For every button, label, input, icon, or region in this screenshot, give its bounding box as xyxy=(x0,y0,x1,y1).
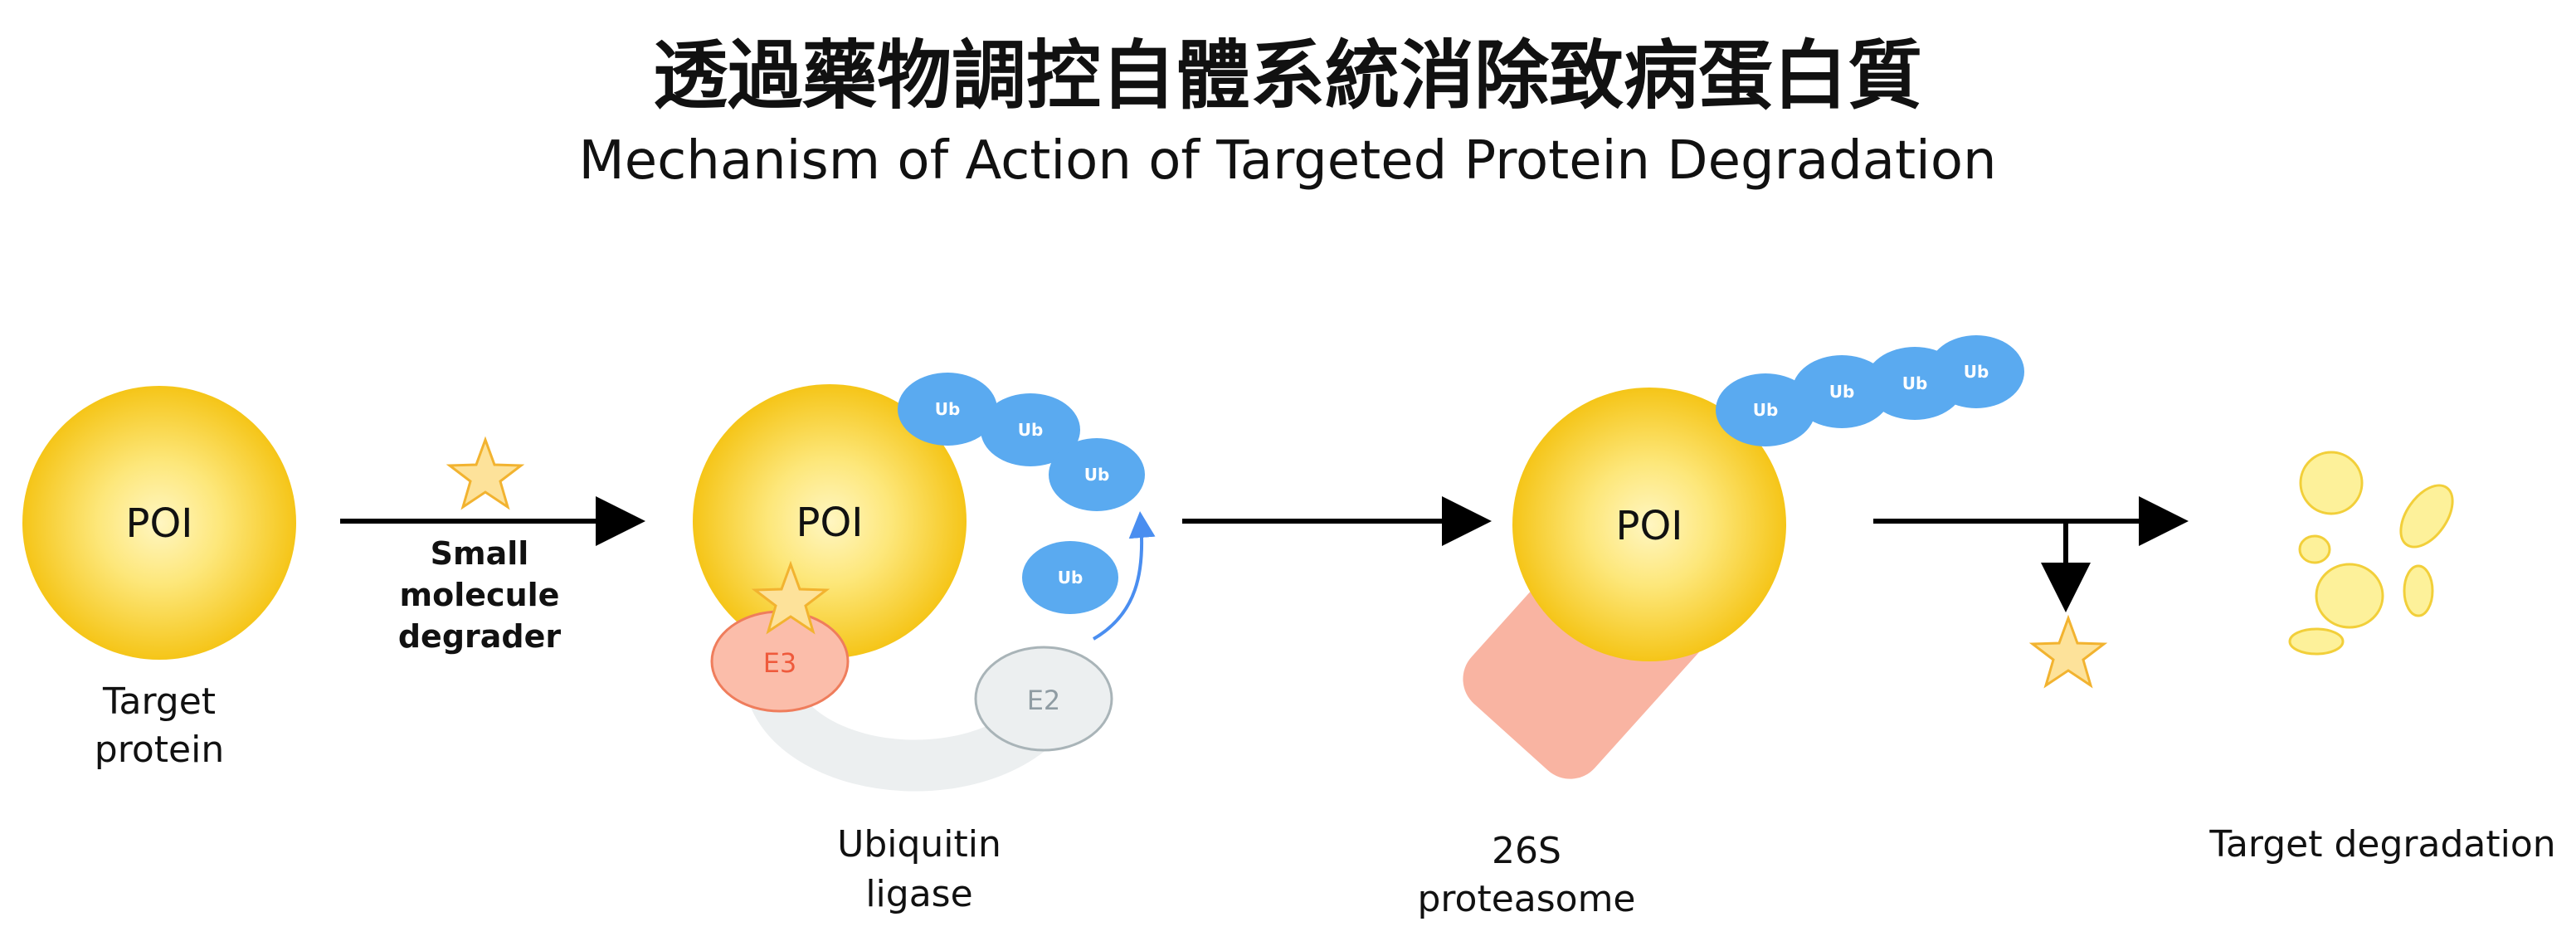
step-degrader-binding: Small molecule degrader xyxy=(340,436,645,655)
ub-label: Ub xyxy=(935,399,961,419)
poi-label-2: POI xyxy=(796,500,864,546)
ub-label: Ub xyxy=(1058,568,1083,588)
fragment-6 xyxy=(2288,627,2345,656)
ubiquitin-transfer-arrow xyxy=(1092,511,1156,641)
ub-label: Ub xyxy=(1829,382,1855,402)
e3-label: E3 xyxy=(763,647,797,679)
target-protein-label-line1: Target xyxy=(102,680,216,723)
ubiquitin-ligase-label-line1: Ubiquitin xyxy=(837,823,1001,866)
ub-chain-2-bead-1 xyxy=(898,373,997,446)
degrader-label-line3: degrader xyxy=(398,618,562,655)
target-protein-label-line2: protein xyxy=(95,729,224,771)
poi-sphere-1 xyxy=(22,386,296,660)
ubiquitin-ligase-label-line2: ligase xyxy=(865,873,972,915)
e2-label: E2 xyxy=(1027,685,1061,716)
ub-label: Ub xyxy=(1018,420,1044,440)
ub-label: Ub xyxy=(1902,373,1928,393)
title-chinese: 透過藥物調控自體系統消除致病蛋白質 xyxy=(653,32,1922,119)
degrader-star-icon xyxy=(446,436,525,510)
e2-enzyme-shape xyxy=(974,646,1113,752)
stage-target-degradation: Target degradation xyxy=(2208,451,2556,866)
bound-degrader-star-icon xyxy=(751,560,830,635)
released-degrader-star-icon xyxy=(2028,614,2108,689)
ub-label: Ub xyxy=(1084,465,1110,485)
degrader-label-line1: Small xyxy=(431,535,529,572)
ub-chain-3-bead-1 xyxy=(1716,373,1815,446)
fragment-4 xyxy=(2315,563,2384,629)
stage-proteasome: POI Ub Ub Ub Ub 26S proteasome xyxy=(1417,335,2024,920)
proteasome-label-line2: proteasome xyxy=(1417,878,1635,920)
poi-label-3: POI xyxy=(1616,503,1683,549)
poi-sphere-3 xyxy=(1512,388,1786,661)
ub-free-bead xyxy=(1022,541,1118,614)
ub-label: Ub xyxy=(1964,362,1989,382)
poi-label-1: POI xyxy=(126,500,193,547)
degrader-label-line2: molecule xyxy=(400,577,560,613)
target-degradation-label: Target degradation xyxy=(2208,823,2555,866)
ub-chain-2-bead-3 xyxy=(1049,438,1145,511)
fragment-3 xyxy=(2298,534,2331,564)
fragment-1 xyxy=(2299,451,2364,515)
stage-target-protein: POI Target protein xyxy=(22,386,296,771)
ub-chain-3-bead-4 xyxy=(1928,335,2024,408)
step-degradation xyxy=(1873,496,2189,689)
fragment-5 xyxy=(2403,564,2434,617)
ub-label: Ub xyxy=(1753,400,1779,420)
proteasome-label-line1: 26S xyxy=(1492,830,1561,872)
fragment-2 xyxy=(2399,484,2454,549)
ub-chain-3-bead-2 xyxy=(1792,355,1892,428)
title-english: Mechanism of Action of Targeted Protein … xyxy=(578,130,1996,192)
stage-ubiquitin-ligase: POI E3 E2 Ub Ub Ub Ub Ubiquitin ligase xyxy=(693,373,1156,915)
ub-chain-2-bead-2 xyxy=(981,393,1080,466)
